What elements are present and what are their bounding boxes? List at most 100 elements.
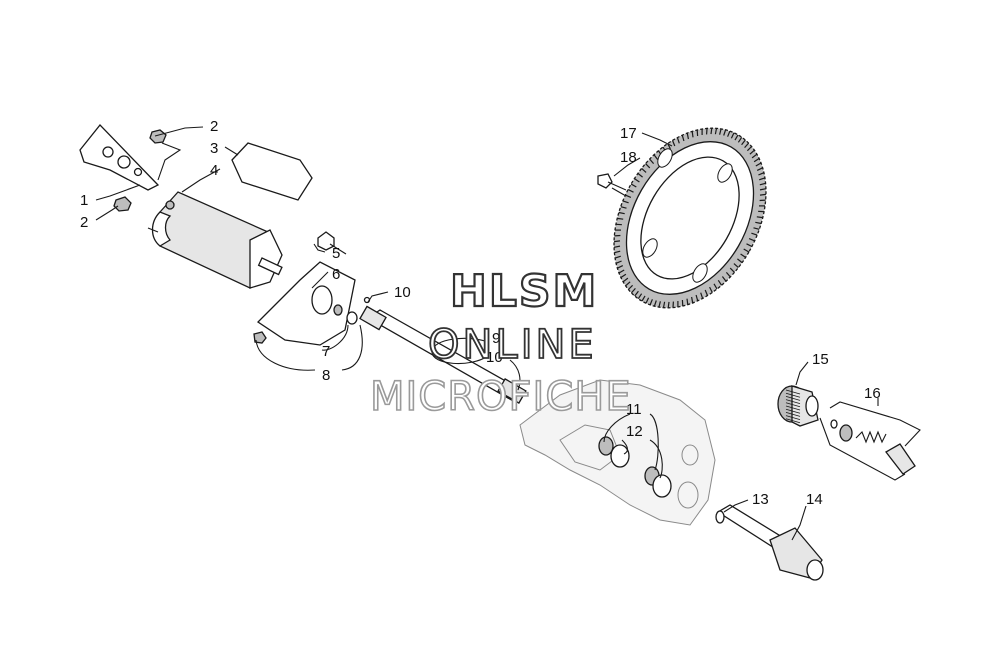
callout-5: 5	[332, 245, 340, 262]
gear-tooth	[671, 140, 676, 147]
gear-tooth	[653, 154, 659, 160]
callout-2-upper: 2	[210, 118, 218, 135]
pinion-teeth	[785, 389, 801, 424]
gear-tooth	[627, 188, 634, 193]
gear-tooth	[744, 142, 750, 148]
gear-tooth	[746, 243, 753, 248]
gear-tooth	[622, 277, 629, 283]
gear-tooth	[733, 263, 739, 269]
gear-tooth	[627, 284, 634, 290]
gear-tooth	[714, 128, 718, 135]
gear-tooth	[637, 172, 643, 178]
gear-tooth	[614, 240, 621, 243]
callout-10-lower: 10	[486, 349, 503, 366]
gear-tooth	[725, 272, 731, 278]
gear-tooth	[667, 301, 670, 308]
callout-4: 4	[210, 162, 218, 179]
gear-tooth	[634, 178, 640, 183]
gear-tooth	[723, 129, 727, 136]
pinion-tooth	[785, 396, 801, 401]
ring-gear-cutout	[717, 163, 733, 183]
bendix-shaft-part-14	[715, 504, 824, 581]
callout-11: 11	[626, 401, 642, 418]
gear-tooth	[641, 295, 646, 302]
gear-tooth	[691, 131, 694, 138]
callout-17: 17	[620, 125, 637, 142]
gear-tooth	[691, 296, 694, 304]
nut-part-2-upper	[149, 129, 167, 144]
gear-tooth	[759, 182, 766, 186]
starter-bracket-part-1	[79, 124, 160, 191]
gear-tooth	[653, 300, 657, 307]
starter-motor-part-4	[147, 191, 283, 289]
gear-tooth	[614, 255, 621, 259]
gear-tooth	[634, 290, 639, 297]
gear-tooth	[743, 248, 750, 253]
ring-gear-cutout	[642, 238, 658, 258]
gear-tooth	[755, 221, 762, 225]
gear-tooth	[649, 299, 653, 306]
gear-tooth	[617, 265, 624, 269]
callout-18: 18	[620, 149, 637, 166]
watermark-line-2: ONLINE	[428, 322, 597, 368]
starter-cover-part-3	[231, 142, 313, 201]
gear-tooth	[737, 258, 743, 264]
callout-8: 8	[322, 367, 330, 384]
ring-gear-cutout	[692, 263, 708, 283]
callout-3: 3	[210, 140, 218, 157]
gear-tooth	[667, 143, 671, 150]
pinion-tooth	[785, 399, 801, 404]
callout-12: 12	[626, 423, 643, 440]
ring-part-11	[598, 436, 630, 468]
gear-tooth	[753, 157, 760, 163]
gear-tooth	[758, 172, 765, 176]
gear-tooth	[746, 146, 753, 152]
ring-gear-cutout	[657, 148, 673, 168]
spring-kit-part-16	[830, 419, 916, 475]
gear-tooth	[729, 267, 735, 273]
pinion-tooth	[785, 418, 801, 424]
gear-tooth	[613, 245, 621, 248]
gear-tooth	[658, 301, 661, 308]
gear-tooth	[759, 177, 766, 181]
screw-part-8	[253, 331, 267, 344]
gear-tooth	[625, 194, 632, 198]
gear-tooth	[615, 260, 622, 264]
gear-tooth	[759, 188, 767, 191]
callout-14: 14	[806, 491, 823, 508]
watermark-line-1: HLSM	[450, 266, 598, 317]
gear-tooth	[713, 283, 718, 290]
callout-7: 7	[322, 343, 330, 360]
callout-13: 13	[752, 491, 769, 508]
gear-tooth	[620, 273, 627, 279]
gear-tooth	[740, 253, 746, 258]
gear-tooth	[617, 217, 624, 220]
callout-9: 9	[492, 330, 500, 347]
gear-tooth	[755, 162, 762, 167]
gear-tooth	[727, 130, 731, 137]
pinion-tooth	[785, 389, 801, 395]
drive-shaft-part-9	[359, 296, 527, 404]
gear-tooth	[641, 167, 647, 173]
pinion-tooth	[785, 402, 801, 408]
gear-tooth	[737, 136, 743, 143]
callout-2-lower: 2	[80, 214, 88, 231]
ring-gear-teeth	[613, 128, 767, 308]
pinion-tooth	[785, 415, 801, 420]
gear-tooth	[753, 227, 760, 230]
gear-tooth	[751, 153, 758, 159]
gear-tooth	[622, 200, 629, 204]
callout-16: 16	[864, 385, 881, 402]
nut-part-2-lower	[113, 196, 132, 212]
pinion-tooth	[785, 392, 801, 398]
watermark: HLSM ONLINE MICROFICHE	[369, 265, 631, 421]
gear-tooth	[756, 216, 763, 219]
gear-tooth	[630, 183, 637, 188]
gear-tooth	[618, 269, 625, 274]
leader-lines	[95, 126, 921, 541]
pinion-tooth	[785, 405, 801, 411]
gear-tooth	[630, 288, 636, 294]
pinion-tooth	[785, 412, 801, 417]
ring-part-12	[644, 466, 672, 498]
